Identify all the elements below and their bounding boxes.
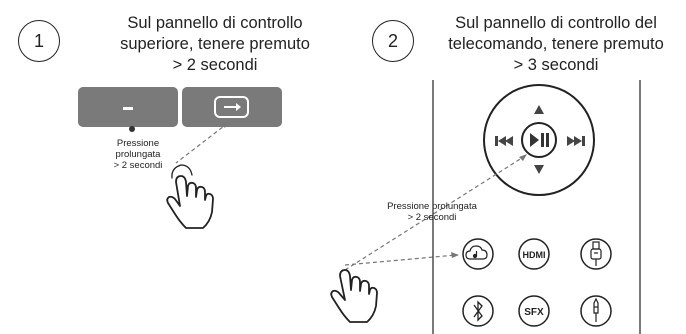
sfx-button[interactable] [518,295,550,327]
step-1-instruction-line-1: Sul pannello di controllo [127,14,303,32]
hdmi-label: HDMI [523,250,546,260]
aux-jack-icon [593,297,599,322]
press-arrowhead-1 [221,121,228,128]
press-line-2a [344,155,526,271]
step-1-note-line-1: Pressione [116,138,160,149]
step-2-number: 2 [372,20,414,62]
press-arrowhead-2a [519,154,527,161]
step-2-note-line-1: Pressione prolungata [387,201,477,212]
step-2-note-line-2: > 2 secondi [407,212,457,223]
cloud-music-icon [465,245,488,260]
hdmi-button[interactable] [518,238,550,270]
indicator-dot [129,126,135,132]
pointing-hand-icon-1 [166,164,214,229]
next-track-icon[interactable] [567,136,585,146]
aux-button[interactable] [580,295,612,327]
down-arrow-icon[interactable] [534,165,544,174]
up-arrow-icon[interactable] [534,105,544,114]
step-1-note-line-2: prolungata [115,149,161,160]
sfx-label: SFX [524,307,544,318]
optical-button[interactable] [580,238,612,270]
step-2-note: Pressione prolungata > 2 secondi [378,201,486,223]
minus-icon [123,107,133,110]
step-2-instruction: Sul pannello di controllo del telecomand… [426,13,686,76]
dpad-ring[interactable] [483,84,595,196]
play-pause-icon [530,133,549,147]
step-1-note-line-3: > 2 secondi [113,160,163,171]
step-1-instruction-line-2: superiore, tenere premuto [120,35,310,53]
step-2-instruction-line-2: telecomando, tenere premuto [448,35,664,53]
pointing-hand-icon-2 [330,269,378,323]
source-icon [214,96,249,118]
press-arrowhead-2b [451,252,459,258]
previous-track-icon[interactable] [495,136,513,146]
bluetooth-icon [473,300,483,322]
press-line-2b [344,254,457,266]
step-1-note: Pressione prolungata > 2 secondi [108,138,168,171]
step-2-instruction-line-1: Sul pannello di controllo del [455,14,657,32]
step-1-number: 1 [18,20,60,62]
step-1-instruction-line-3: > 2 secondi [172,56,258,74]
press-line-1 [175,122,229,164]
cloud-music-button[interactable] [462,238,494,270]
optical-connector-icon [590,241,602,266]
step-2-instruction-line-3: > 3 secondi [513,56,599,74]
step-1-instruction: Sul pannello di controllo superiore, ten… [90,13,340,76]
